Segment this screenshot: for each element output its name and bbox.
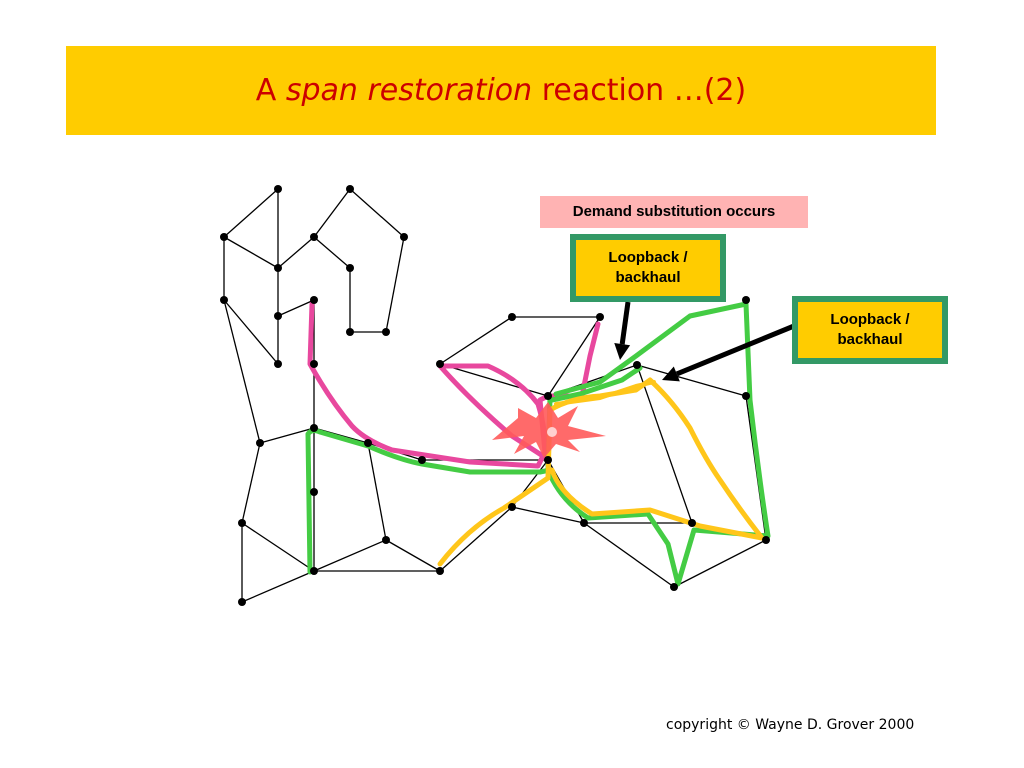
loopback-arrow-1-head	[614, 343, 631, 360]
network-node-1	[274, 185, 282, 193]
network-node-28	[238, 519, 246, 527]
network-span-8	[313, 236, 351, 269]
slide-title: A span restoration reaction …(2)	[256, 73, 746, 108]
network-span-24	[259, 427, 315, 444]
yellow-loopback-path	[554, 380, 656, 406]
network-node-32	[688, 519, 696, 527]
network-node-13	[274, 360, 282, 368]
loopback-arrow-2-head	[662, 366, 680, 382]
loopback-arrow-1-shaft	[619, 301, 631, 345]
network-span-25	[241, 442, 261, 524]
network-node-25	[418, 456, 426, 464]
copyright-notice: copyright © Wayne D. Grover 2000	[666, 717, 915, 733]
network-span-29	[367, 442, 387, 541]
network-nodes	[220, 185, 770, 606]
loopback-label-2: Loopback /	[830, 311, 910, 328]
green-loopback-path	[549, 365, 643, 403]
title-bar: A span restoration reaction …(2)	[66, 46, 936, 135]
span-failure-burst	[492, 402, 606, 458]
yellow-restoration-path	[437, 377, 765, 567]
network-span-44	[583, 522, 675, 588]
network-node-11	[346, 328, 354, 336]
network-node-16	[596, 313, 604, 321]
network-span-35	[385, 539, 441, 572]
network-node-3	[220, 233, 228, 241]
network-node-7	[346, 264, 354, 272]
network-span-13	[223, 299, 279, 365]
title-italic: span restoration	[285, 73, 533, 108]
network-node-31	[580, 519, 588, 527]
network-node-18	[436, 360, 444, 368]
network-node-20	[633, 361, 641, 369]
network-node-34	[436, 567, 444, 575]
network-span-1	[223, 188, 279, 238]
demand-substitution-callout: Demand substitution occurs	[540, 196, 808, 228]
network-node-4	[310, 233, 318, 241]
network-span-15	[277, 299, 315, 317]
loopback-backhaul-callout-1: Loopback / backhaul	[570, 234, 726, 302]
network-span-9	[385, 236, 405, 333]
callout-arrows	[614, 301, 795, 382]
network-node-29	[508, 503, 516, 511]
title-suffix: reaction …(2)	[532, 73, 747, 108]
network-span-43	[673, 539, 767, 588]
demand-substitution-label: Demand substitution occurs	[572, 203, 776, 220]
network-span-14	[223, 299, 261, 444]
network-span-20	[547, 316, 601, 397]
network-node-12	[382, 328, 390, 336]
network-node-8	[220, 296, 228, 304]
network-node-36	[238, 598, 246, 606]
network-span-3	[313, 188, 351, 238]
network-node-5	[400, 233, 408, 241]
backhaul-label-1: backhaul	[615, 269, 681, 286]
failure-burst-core	[547, 427, 557, 437]
network-node-33	[310, 567, 318, 575]
network-node-19	[544, 392, 552, 400]
network-node-24	[364, 439, 372, 447]
network-span-37	[439, 506, 513, 572]
backhaul-label-2: backhaul	[837, 331, 903, 348]
network-node-14	[310, 360, 318, 368]
green-restoration-path-east	[545, 301, 771, 587]
network-span-31	[241, 522, 315, 572]
loopback-label-1: Loopback /	[608, 249, 688, 266]
loopback-backhaul-callout-2: Loopback / backhaul	[792, 296, 948, 364]
network-node-10	[274, 312, 282, 320]
title-prefix: A	[255, 73, 286, 108]
loopback-arrow-2-shaft	[675, 323, 795, 377]
network-span-46	[636, 364, 693, 524]
network-node-30	[382, 536, 390, 544]
network-span-4	[349, 188, 405, 238]
network-node-35	[762, 536, 770, 544]
network-span-21	[439, 363, 549, 397]
network-node-9	[310, 296, 318, 304]
network-node-2	[346, 185, 354, 193]
network-node-17	[742, 296, 750, 304]
network-node-23	[310, 424, 318, 432]
network-span-7	[277, 236, 315, 269]
network-node-22	[256, 439, 264, 447]
network-span-34	[313, 539, 387, 572]
network-node-15	[508, 313, 516, 321]
network-node-37	[670, 583, 678, 591]
network-node-6	[274, 264, 282, 272]
network-node-21	[742, 392, 750, 400]
network-span-39	[511, 506, 585, 524]
network-node-26	[544, 456, 552, 464]
network-span-5	[223, 236, 279, 269]
network-span-18	[439, 316, 513, 365]
network-span-23	[636, 364, 747, 397]
network-span-33	[241, 570, 315, 603]
network-node-27	[310, 488, 318, 496]
